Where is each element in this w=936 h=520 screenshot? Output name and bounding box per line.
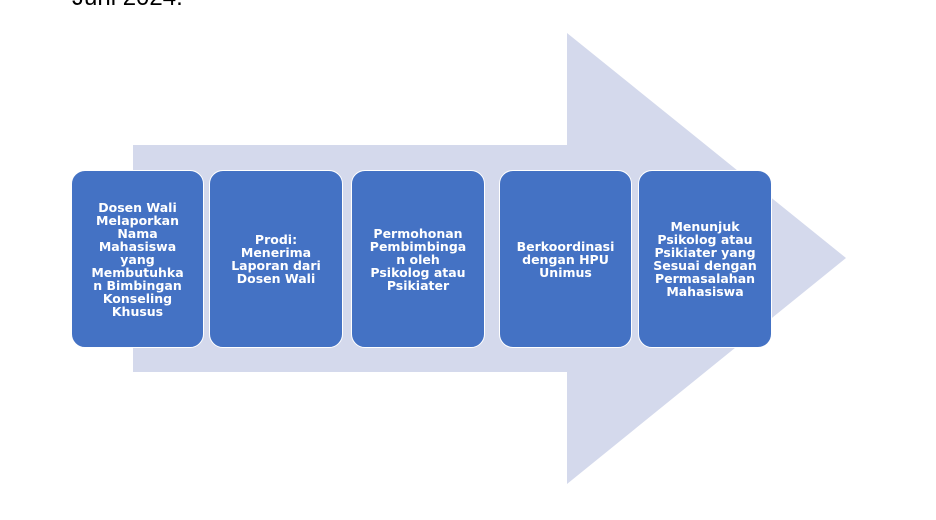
step-box-2: Prodi: Menerima Laporan dari Dosen Wali	[209, 170, 343, 348]
step-text-4: Berkoordinasi dengan HPU Unimus	[516, 238, 615, 280]
clipped-heading-text: Juni 2024.	[72, 0, 183, 11]
step-box-3: Permohonan Pembimbinga n oleh Psikolog a…	[351, 170, 485, 348]
step-text-1: Dosen Wali Melaporkan Nama Mahasiswa yan…	[91, 199, 184, 319]
step-text-5: Menunjuk Psikolog atau Psikiater yang Se…	[653, 219, 757, 299]
step-text-3: Permohonan Pembimbinga n oleh Psikolog a…	[369, 225, 467, 293]
step-box-5: Menunjuk Psikolog atau Psikiater yang Se…	[638, 170, 772, 348]
arrow-shape	[133, 33, 846, 484]
step-text-2: Prodi: Menerima Laporan dari Dosen Wali	[231, 232, 321, 286]
step-box-1: Dosen Wali Melaporkan Nama Mahasiswa yan…	[71, 170, 204, 348]
step-box-4: Berkoordinasi dengan HPU Unimus	[499, 170, 632, 348]
